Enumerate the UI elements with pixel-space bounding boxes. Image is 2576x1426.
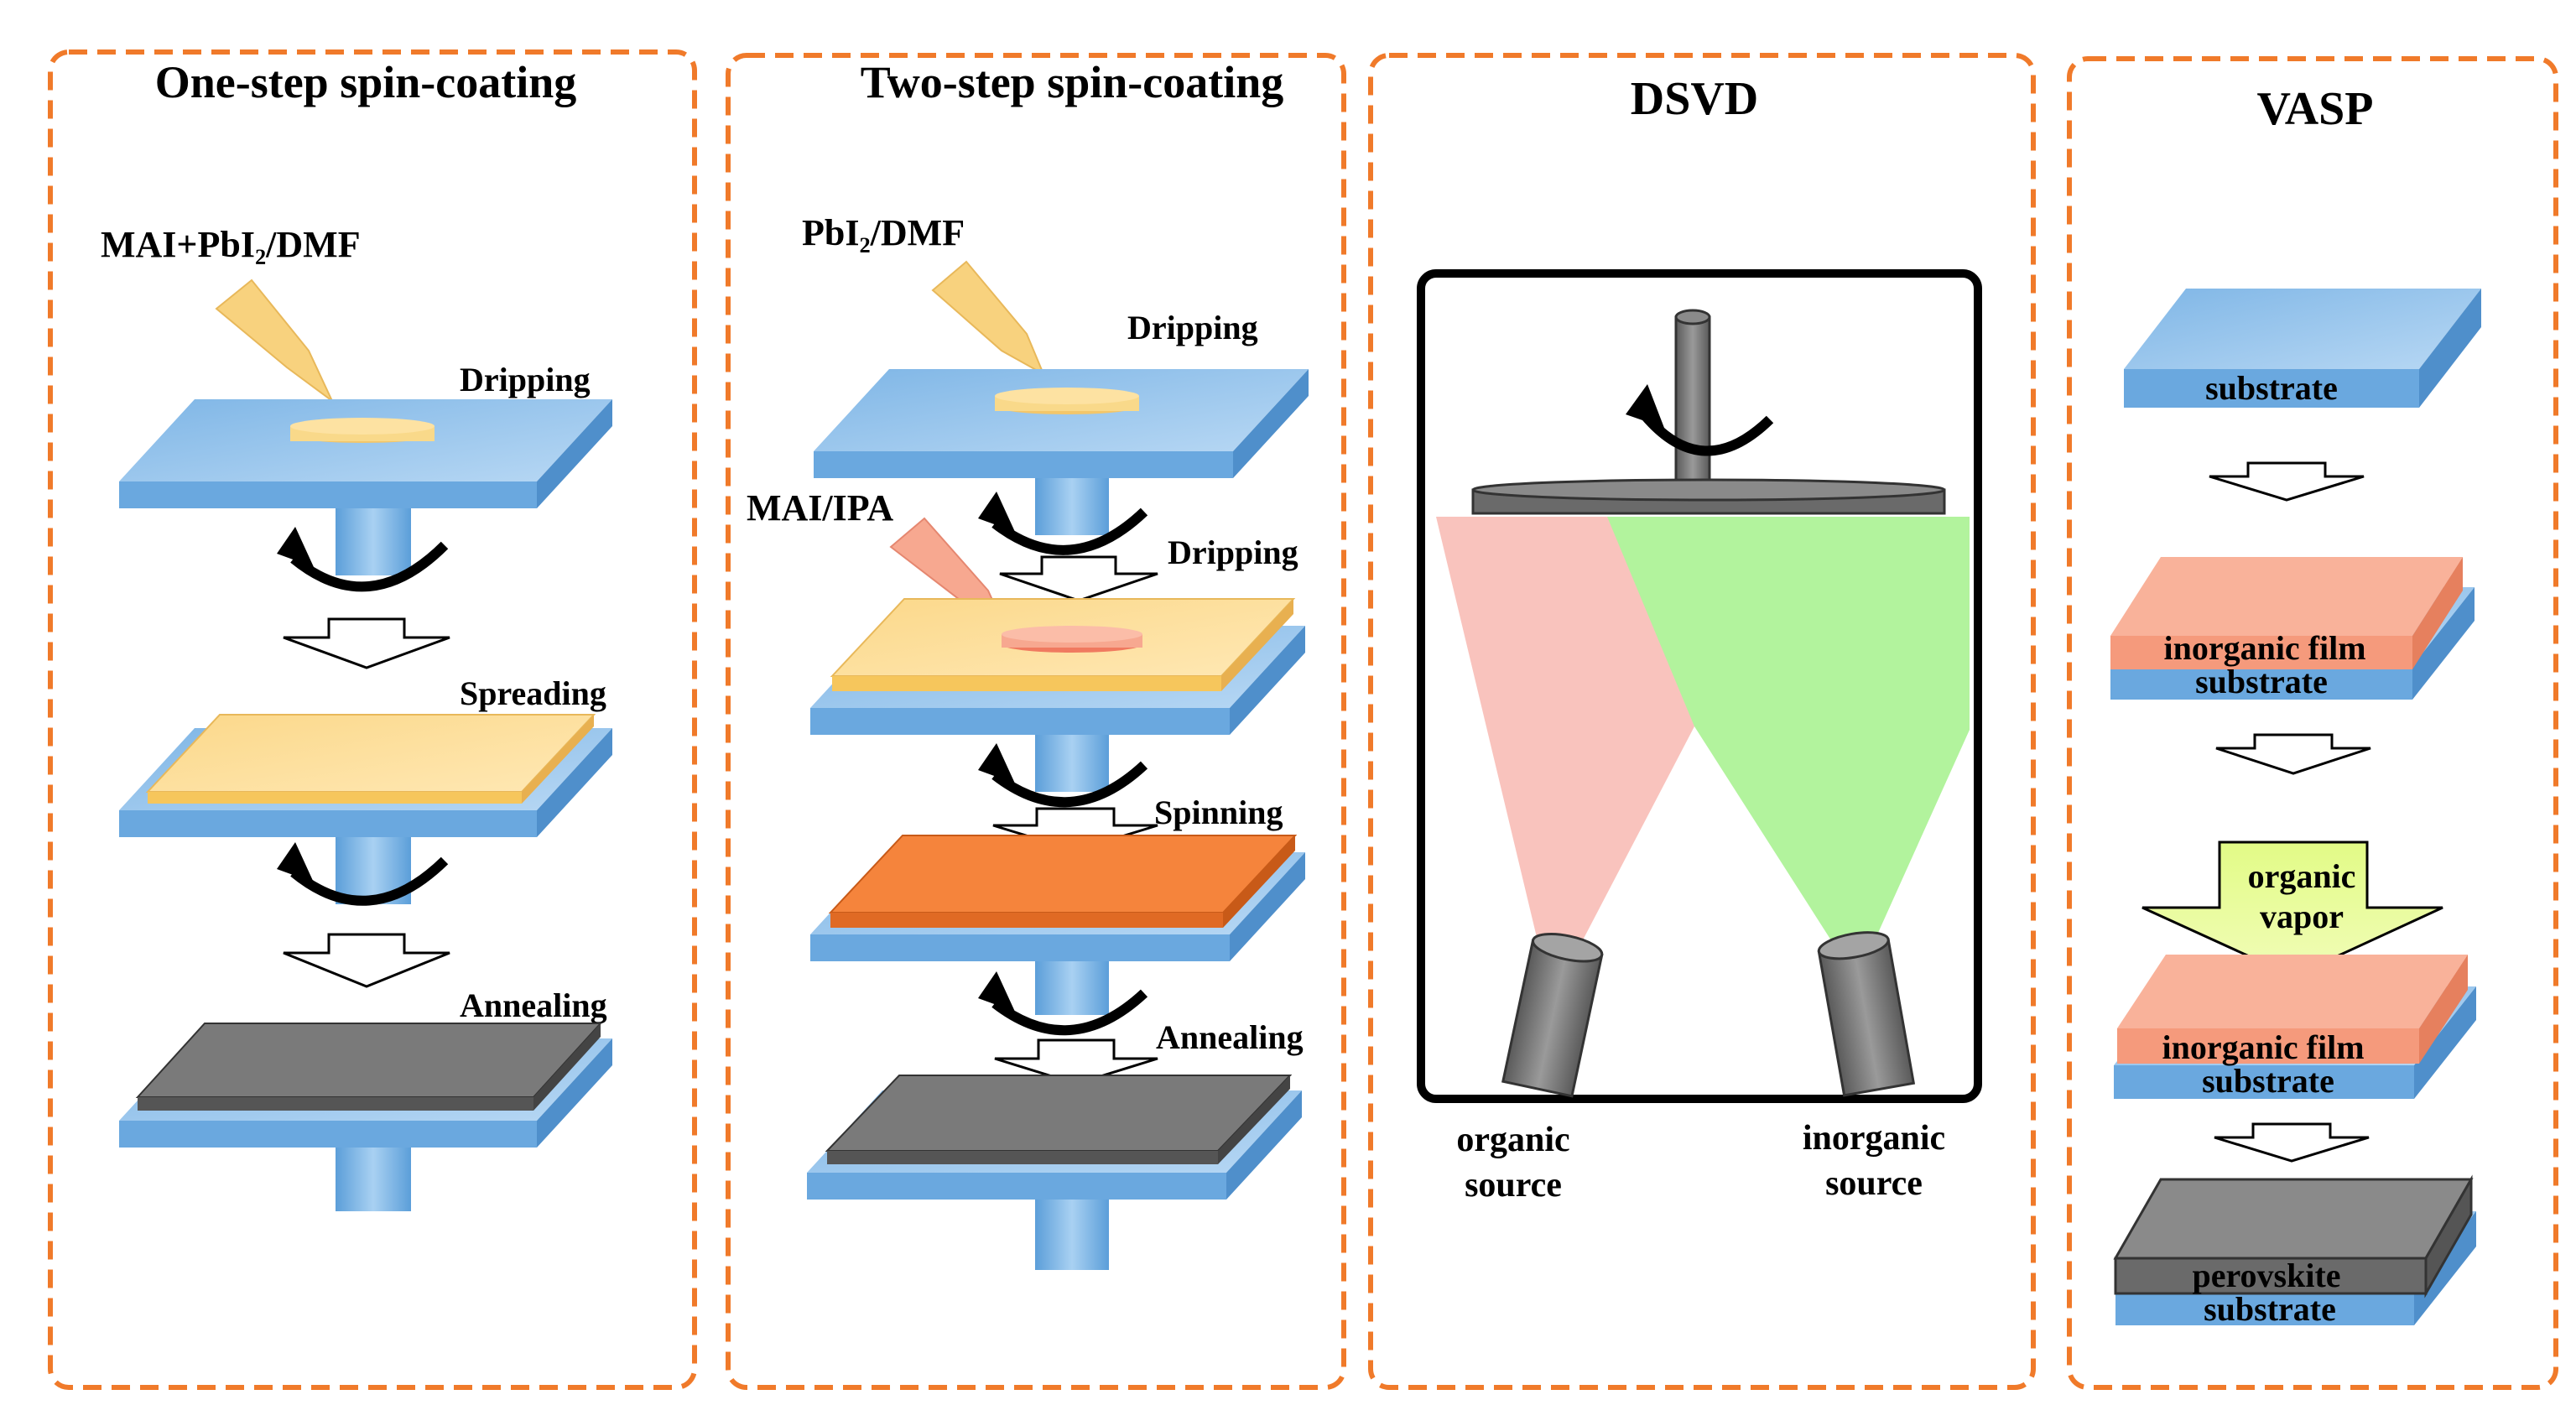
perovskite-layer xyxy=(2113,1174,2474,1298)
substrate-slab xyxy=(2124,289,2481,408)
inorganic-source-crucible xyxy=(1817,931,1916,1097)
step-label-dripping: Dripping xyxy=(460,361,591,398)
down-arrow-icon xyxy=(283,933,450,988)
dsvd-panel: organic source inorganic source xyxy=(1417,269,1982,1205)
inorganic-film-layer xyxy=(2110,557,2463,669)
rotation-arrow-icon xyxy=(290,541,449,592)
spin-chuck-stem xyxy=(1035,735,1109,792)
inorganic-beam xyxy=(1607,517,1970,950)
step-label-spreading: Spreading xyxy=(460,674,606,712)
rotation-arrow-icon xyxy=(991,989,1148,1036)
step-label-dripping-2: Dripping xyxy=(1168,533,1298,571)
layer-label-substrate: substrate xyxy=(2195,663,2328,700)
substrate-slab xyxy=(119,399,612,508)
spin-chuck-stem xyxy=(336,508,411,575)
panel-frame-two-step xyxy=(726,53,1346,1390)
layer-label-substrate: substrate xyxy=(2202,1062,2334,1100)
source-label-inorganic: inorganic xyxy=(1803,1119,1945,1158)
rotation-arrow-icon xyxy=(991,761,1148,808)
panel-frame-dsvd xyxy=(1368,53,2036,1390)
layer-label-substrate: substrate xyxy=(2205,369,2338,407)
layer-label-inorganic-film: inorganic film xyxy=(2162,1028,2364,1066)
pipette-icon xyxy=(931,260,1046,377)
precursor-label: PbI₂/DMF xyxy=(802,212,965,253)
panel-title-one-step: One-step spin-coating xyxy=(155,57,577,107)
substrate-slab xyxy=(814,369,1309,478)
rotating-holder xyxy=(1471,309,1946,515)
panel-title-dsvd: DSVD xyxy=(1631,73,1758,125)
perovskite-film xyxy=(135,1023,603,1111)
organic-source-crucible xyxy=(1501,933,1604,1098)
perovskite-film xyxy=(825,1075,1293,1164)
panel-title-two-step: Two-step spin-coating xyxy=(861,57,1284,107)
solution-drop xyxy=(1002,626,1142,653)
spin-chuck-stem xyxy=(1035,961,1109,1015)
panel-title-vasp: VASP xyxy=(2256,83,2373,135)
step-label-annealing: Annealing xyxy=(1156,1018,1304,1056)
spin-chuck-stem xyxy=(336,1148,411,1211)
vapor-label-2: vapor xyxy=(2260,898,2344,935)
down-arrow-icon xyxy=(999,555,1158,602)
inorganic-film-layer xyxy=(2117,955,2468,1064)
spread-film xyxy=(145,714,596,804)
precursor-label: MAI+PbI₂/DMF xyxy=(101,224,361,265)
down-arrow-icon xyxy=(2215,733,2371,775)
rotation-arrowhead-icon xyxy=(1626,384,1664,428)
rotation-arrowhead-icon xyxy=(978,492,1015,532)
down-arrow-icon xyxy=(994,1038,1158,1085)
step-label-spinning: Spinning xyxy=(1154,794,1283,831)
spin-chuck-stem xyxy=(1035,1200,1109,1270)
layer-label-substrate: substrate xyxy=(2204,1290,2336,1328)
one-step-panel: MAI+PbI₂/DMF Dripping Spreading xyxy=(101,224,612,1211)
solution-drop xyxy=(290,418,435,443)
rotation-arrowhead-icon xyxy=(978,743,1015,783)
organic-beam xyxy=(1436,517,1694,951)
intermediate-film xyxy=(828,835,1298,928)
vasp-panel: substrate inorganic film substrate organ… xyxy=(2110,289,2481,1328)
rotation-arrowhead-icon xyxy=(277,842,314,882)
layer-label-inorganic-film: inorganic film xyxy=(2163,629,2365,667)
layer-label-perovskite: perovskite xyxy=(2192,1257,2340,1294)
two-step-panel: PbI₂/DMF Dripping MAI/IPA Dripping xyxy=(747,212,1309,1270)
vapor-label: organic xyxy=(2248,857,2356,895)
step-label-annealing: Annealing xyxy=(460,986,607,1024)
step-label-dripping: Dripping xyxy=(1127,309,1258,346)
rotation-arrowhead-icon xyxy=(277,527,314,567)
down-arrow-icon xyxy=(2209,461,2365,502)
rotation-arrow-icon xyxy=(991,507,1148,555)
rotation-arrowhead-icon xyxy=(978,971,1015,1012)
down-arrow-icon xyxy=(2214,1122,2370,1163)
source-label-inorganic-2: source xyxy=(1825,1164,1923,1203)
rotation-arrow-icon xyxy=(290,856,449,906)
source-label-organic: organic xyxy=(1456,1121,1569,1159)
rotation-arrow-icon xyxy=(1640,411,1774,456)
organic-vapor-arrow xyxy=(2141,841,2443,978)
down-arrow-icon xyxy=(283,617,450,669)
source-label-organic-2: source xyxy=(1465,1166,1562,1205)
panel-frame-one-step xyxy=(48,49,697,1390)
spin-chuck-stem xyxy=(1035,478,1109,535)
precursor-label-2: MAI/IPA xyxy=(747,487,893,528)
panel-frame-vasp xyxy=(2067,56,2558,1390)
solution-drop xyxy=(995,388,1139,414)
pipette-icon xyxy=(215,278,333,402)
